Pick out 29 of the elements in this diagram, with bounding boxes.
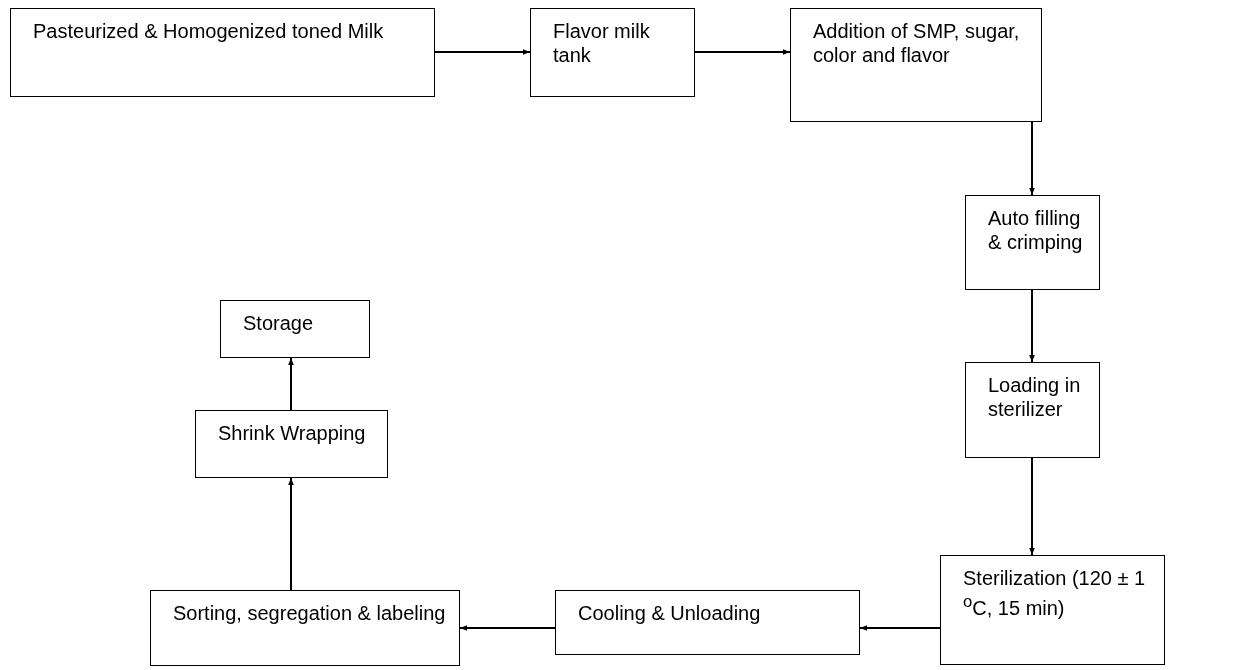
step-text: Shrink Wrapping	[218, 421, 367, 445]
process-box	[195, 410, 388, 478]
process-box	[530, 8, 695, 97]
arrow	[1029, 289, 1035, 363]
arrow	[434, 49, 531, 55]
process-box	[150, 590, 460, 666]
process-box	[790, 8, 1042, 122]
step-text: Storage	[243, 311, 315, 335]
arrow	[1029, 457, 1035, 556]
arrow	[859, 625, 941, 631]
process-box	[965, 195, 1100, 290]
step-text: Sorting, segregation & labeling	[173, 601, 447, 625]
process-box	[10, 8, 435, 97]
process-box	[555, 590, 860, 655]
step-text: Cooling & Unloading	[578, 601, 762, 625]
step-text: Auto filling & crimping	[988, 206, 1084, 254]
arrow	[694, 49, 791, 55]
step-text: Sterilization (120 ± 1 $^{o}$C, 15 min)	[963, 566, 1147, 620]
arrow	[288, 357, 294, 411]
step-text: Flavor milk tank	[553, 19, 651, 67]
arrow	[288, 477, 294, 591]
step-text: Pasteurized & Homogenized toned Milk	[33, 19, 385, 43]
arrow	[1029, 121, 1035, 196]
step-text: Loading in sterilizer	[988, 373, 1082, 421]
step-text: Addition of SMP, sugar, color and flavor	[813, 19, 1021, 67]
process-box	[220, 300, 370, 358]
process-box	[940, 555, 1165, 665]
arrow	[459, 625, 556, 631]
process-box	[965, 362, 1100, 458]
